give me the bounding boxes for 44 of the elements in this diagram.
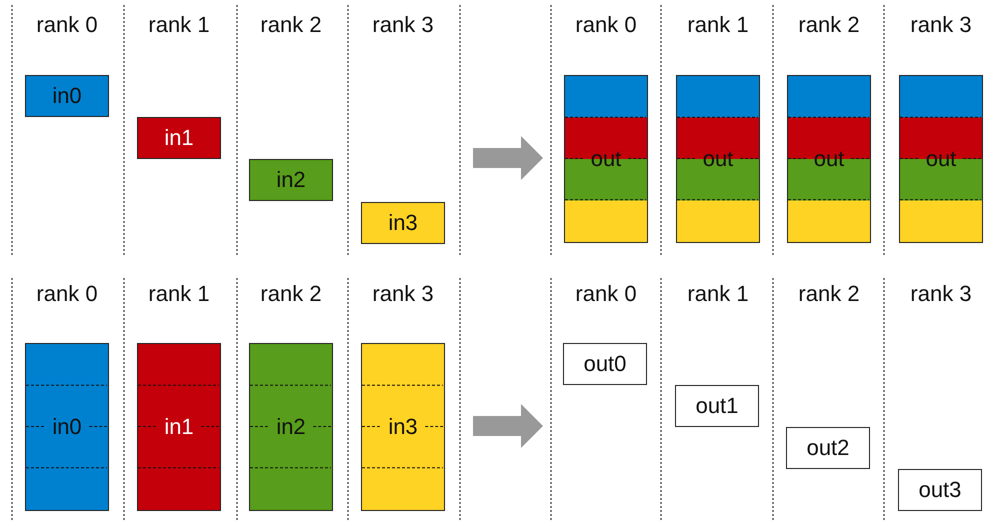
buffer-box: [786, 427, 870, 469]
rank-label: rank 2: [798, 283, 860, 305]
input-buffer: [25, 343, 109, 511]
rank-label: rank 3: [910, 14, 972, 36]
buffer-box: [137, 117, 221, 159]
buffer-label: in1: [164, 416, 194, 438]
rank-label: rank 0: [36, 283, 98, 305]
rank-label: rank 0: [36, 14, 98, 36]
output-buffer: [787, 75, 871, 243]
rank-label: rank 3: [372, 14, 434, 36]
buffer-label: out0: [584, 353, 626, 375]
buffer-label: in0: [52, 85, 82, 107]
buffer-label: in0: [52, 416, 82, 438]
rank-label: rank 0: [575, 283, 637, 305]
output-buffer: [564, 75, 648, 243]
rank-label: rank 3: [372, 283, 434, 305]
rank-label: rank 1: [687, 14, 749, 36]
rank-label: rank 2: [260, 14, 322, 36]
rank-label: rank 2: [260, 283, 322, 305]
buffer-label: out1: [696, 395, 738, 417]
input-buffer: [249, 343, 333, 511]
buffer-label: out2: [806, 437, 850, 459]
buffer-box: [25, 75, 109, 117]
output-buffer: [899, 75, 983, 243]
buffer-label: in1: [164, 127, 194, 149]
buffer-box: [898, 469, 982, 511]
buffer-box: [361, 202, 445, 244]
rank-label: rank 2: [798, 14, 860, 36]
rank-label: rank 1: [148, 283, 210, 305]
buffer-label: in2: [276, 169, 306, 191]
output-buffer: [676, 75, 760, 243]
buffer-label: in2: [276, 416, 306, 438]
buffer-box: [675, 385, 759, 427]
buffer-box: [249, 159, 333, 201]
buffer-label: in3: [388, 212, 418, 234]
input-buffer: [137, 343, 221, 511]
buffer-label: out3: [918, 479, 962, 501]
rank-label: rank 1: [148, 14, 210, 36]
buffer-label: in3: [388, 416, 418, 438]
buffer-box: [563, 343, 647, 385]
rank-label: rank 1: [687, 283, 749, 305]
rank-label: rank 3: [910, 283, 972, 305]
input-buffer: [361, 343, 445, 511]
rank-label: rank 0: [575, 14, 637, 36]
